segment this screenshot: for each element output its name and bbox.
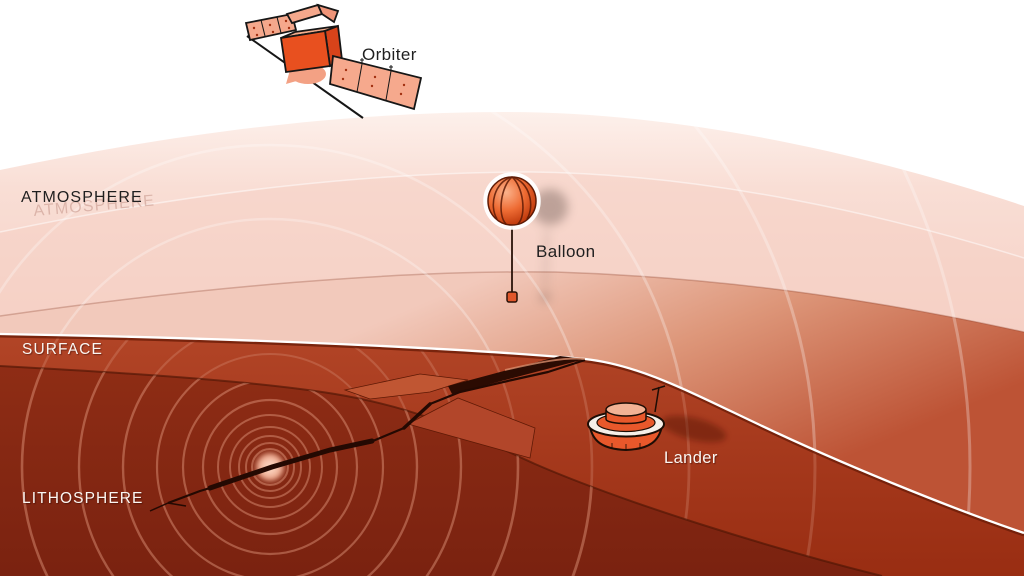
balloon-gondola	[506, 291, 518, 303]
surface-label: SURFACE	[22, 341, 103, 358]
lander-shadow	[661, 415, 727, 443]
lander-icon	[587, 385, 666, 452]
lander-label: Lander	[664, 449, 718, 467]
orbiter-satellite-icon	[244, 3, 423, 119]
surface-edge-highlight	[0, 332, 1024, 537]
orbiter-label: Orbiter	[362, 45, 417, 64]
balloon-shadow	[532, 189, 568, 303]
balloon-label: Balloon	[536, 242, 596, 261]
balloon-probe-icon	[483, 172, 541, 303]
atmosphere-label: ATMOSPHERE	[21, 189, 143, 206]
fault-crack-icon	[149, 356, 586, 512]
lithosphere-label: LITHOSPHERE	[22, 490, 144, 507]
